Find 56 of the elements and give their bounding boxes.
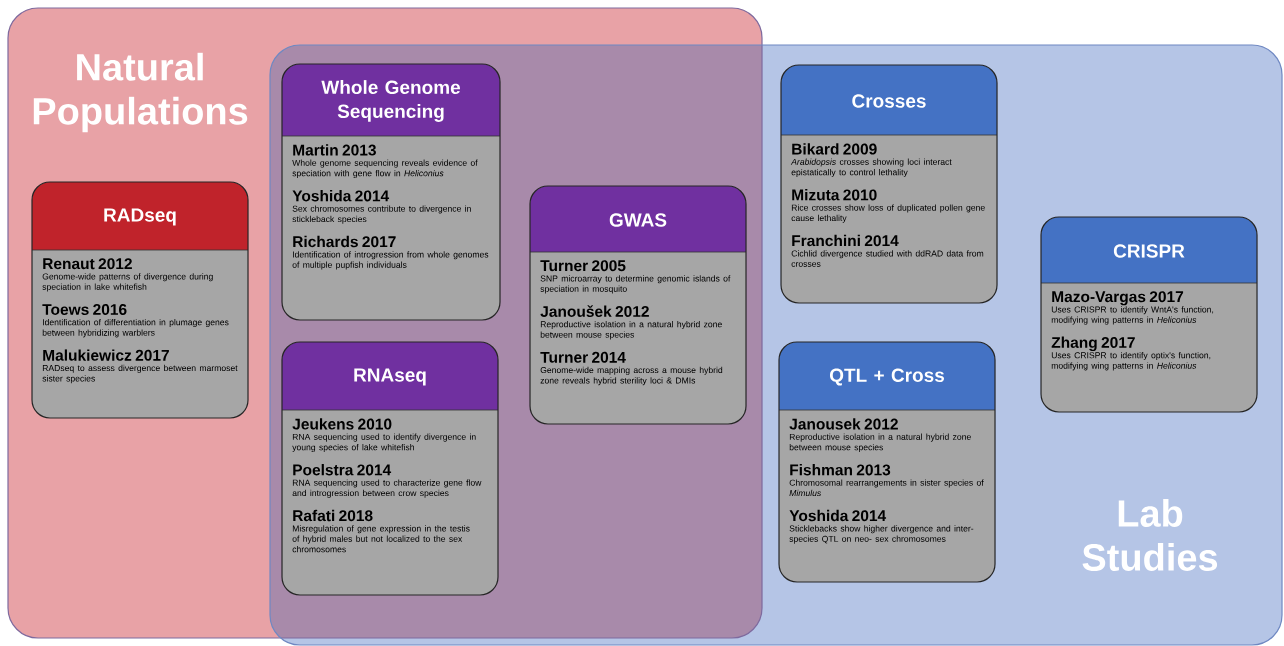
card-heading: GWAS xyxy=(609,213,667,227)
author-year: Fishman 2013 xyxy=(790,464,891,476)
description: Sticklebacks show higher divergence and inter-species QTL on neo- sex chromosomes xyxy=(789,525,974,544)
author-year: Mizuta 2010 xyxy=(792,189,877,201)
card-heading: QTL + Cross xyxy=(830,368,945,386)
author-year: Rafati 2018 xyxy=(293,509,373,522)
author-year: Malukiewicz 2017 xyxy=(43,349,169,361)
description: Reproductive isolation in a natural hybrid zone between mouse species xyxy=(540,321,722,340)
card-heading: Crosses xyxy=(852,94,926,108)
author-year: Yoshida 2014 xyxy=(789,509,887,522)
description: RNA sequencing used to identify divergence in young species of lake whitefish xyxy=(292,433,476,453)
author-year: Yoshida 2014 xyxy=(292,190,390,202)
description: Whole genome sequencing reveals evidence of speciation with gene flow in Heliconius xyxy=(292,159,478,178)
card xyxy=(281,341,499,596)
author-year: Janousek 2012 xyxy=(789,418,898,430)
description: Chromosomal rearrangements in sister species of Mimulus xyxy=(789,479,984,497)
author-year: Turner 2005 xyxy=(540,260,626,272)
card xyxy=(281,63,501,321)
card xyxy=(31,181,249,419)
description: Rice crosses show loss of duplicated pollen gene cause lethality xyxy=(791,204,985,223)
author-year: Turner 2014 xyxy=(540,351,626,363)
description: Identification of introgression from whole genomes of multiple pupfish individuals xyxy=(292,251,489,270)
description: Sex chromosomes contribute to divergence in stickleback species xyxy=(292,205,471,224)
card xyxy=(780,64,998,304)
description: SNP microarray to determine genomic islands of speciation in mosquito xyxy=(540,275,731,294)
author-year: Poelstra 2014 xyxy=(293,464,392,476)
author-year: Jeukens 2010 xyxy=(292,418,392,430)
description: Uses CRISPR to identify optix's function, modifying wing patterns in Heliconius xyxy=(1051,352,1211,371)
description: Genome-wide mapping across a mouse hybrid zone reveals hybrid sterility loci & DMIs xyxy=(540,366,723,386)
description: RNA sequencing used to characterize gene flow and introgression between crow species xyxy=(292,479,482,498)
author-year: Zhang 2017 xyxy=(1051,336,1135,352)
author-year: Janoušek 2012 xyxy=(540,305,649,317)
description: Misregulation of gene expression in the testis of hybrid males but not localized to the sex chromosomes xyxy=(292,525,470,553)
author-year: Renaut 2012 xyxy=(43,258,132,270)
description: Reproductive isolation in a natural hybrid zone between mouse species xyxy=(789,433,971,453)
author-year: Richards 2017 xyxy=(293,235,396,248)
description: Uses CRISPR to identify WntA's function, modifying wing patterns in Heliconius xyxy=(1051,306,1214,325)
card-heading: RNAseq xyxy=(354,368,426,386)
author-year: Martin 2013 xyxy=(293,144,376,156)
region-title: Lab Studies xyxy=(1082,499,1218,571)
card-heading: CRISPR xyxy=(1113,244,1185,258)
card-heading: Whole Genome Sequencing xyxy=(321,80,461,122)
description: RADseq to assess divergence between marmoset sister species xyxy=(42,364,238,384)
card xyxy=(778,341,996,583)
card-heading: RADseq xyxy=(104,208,176,226)
description: Genome-wide patterns of divergence during speciation in lake whitefish xyxy=(42,273,213,292)
author-year: Franchini 2014 xyxy=(792,234,899,247)
card xyxy=(529,185,747,425)
author-year: Mazo-Vargas 2017 xyxy=(1052,291,1184,306)
description: Arabidopsis crosses showing loci interact epistatically to control lethality xyxy=(790,158,952,177)
description: Identification of differentiation in plumage genes between hybridizing warblers xyxy=(42,319,229,338)
author-year: Bikard 2009 xyxy=(792,143,877,155)
region-title: Natural Populations xyxy=(33,52,248,133)
card xyxy=(1040,216,1258,413)
description: Cichlid divergence studied with ddRAD data from crosses xyxy=(791,250,984,267)
author-year: Toews 2016 xyxy=(42,304,127,315)
